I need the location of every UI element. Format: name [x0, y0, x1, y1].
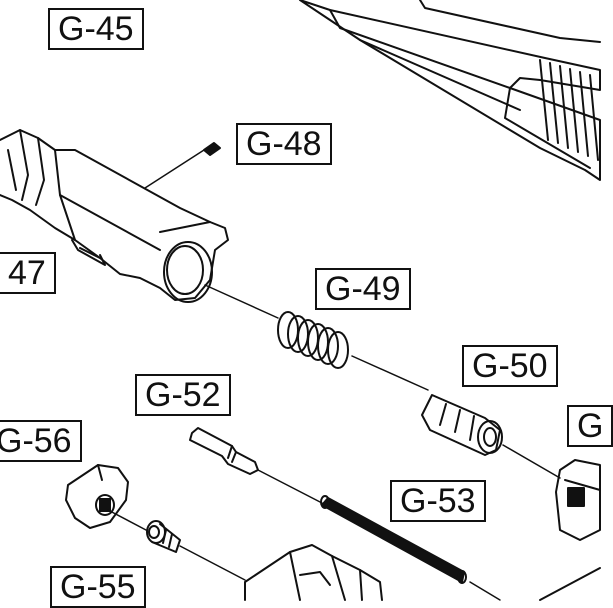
pin-part-g52: [189, 427, 259, 475]
piece-part-g56: [65, 464, 129, 529]
slide-part: [299, 0, 601, 181]
base-frame-part: [244, 544, 383, 601]
axis-line-spring-valve: [351, 355, 429, 391]
frame-edge-line: [539, 567, 601, 601]
callout-g48: G-48: [236, 123, 332, 165]
callout-g49: G-49: [315, 268, 411, 310]
valve-part-g50: [421, 394, 503, 456]
axis-line-spring-bottom: [469, 581, 501, 601]
axis-line-screw-base: [179, 545, 246, 581]
axis-line-cylinder-spring: [204, 284, 279, 319]
callout-g50: G-50: [462, 345, 558, 387]
callout-g55: G-55: [50, 566, 146, 608]
callout-g45: G-45: [48, 8, 144, 50]
pin-part-g48: [144, 142, 221, 189]
callout-g52: G-52: [135, 374, 231, 416]
axis-line-pin-spring: [257, 469, 323, 504]
callout-g53: G-53: [390, 480, 486, 522]
axis-line-piece-screw: [107, 509, 147, 531]
callout-g-partial: G: [567, 405, 613, 447]
spring-part-g49: [277, 311, 349, 369]
callout-g56: G-56: [0, 420, 82, 462]
axis-line-valve-block: [502, 444, 561, 479]
spring-part-g53: [320, 495, 467, 584]
screw-part-g55: [146, 520, 181, 553]
block-part-right: [555, 459, 601, 541]
parts-drawing: [0, 0, 601, 601]
cylinder-housing-part: [0, 129, 229, 303]
callout-g47: 47: [0, 252, 56, 294]
